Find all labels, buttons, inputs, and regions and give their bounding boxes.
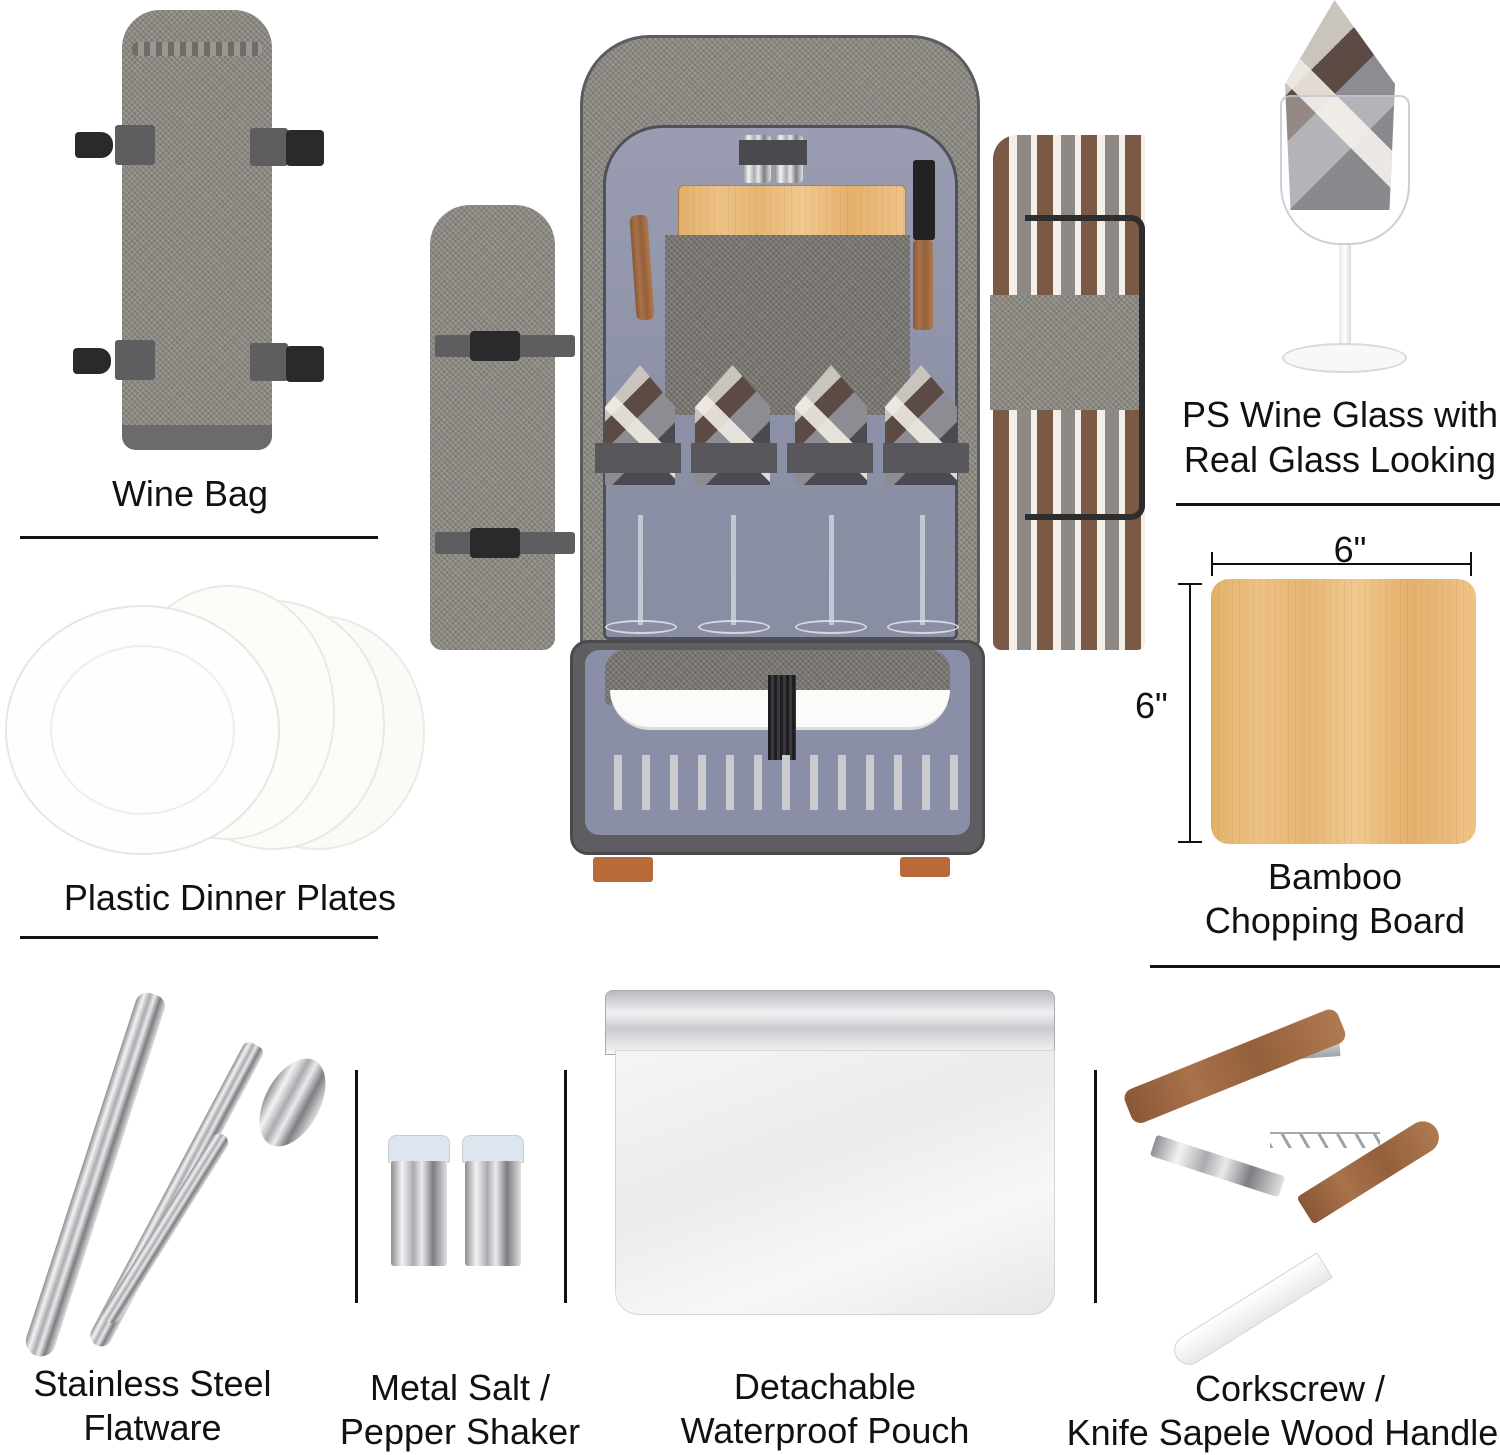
- glass-base: [605, 620, 677, 634]
- shakers-label-2: Pepper Shaker: [339, 1411, 581, 1452]
- knife-in-bag: [913, 160, 935, 240]
- corkscrew-lever: [1149, 1134, 1286, 1198]
- spoon-icon: [245, 1047, 340, 1158]
- divider: [1176, 503, 1500, 506]
- blanket-handle: [1025, 215, 1145, 520]
- blanket-strap: [990, 295, 1140, 410]
- spreader-knife-blade: [1168, 1252, 1333, 1371]
- divider: [564, 1070, 567, 1303]
- board-height-label: 6": [1135, 685, 1168, 726]
- buckle-icon: [470, 528, 520, 558]
- bottle-sleeve: [430, 205, 555, 650]
- glass-base: [698, 620, 770, 634]
- divider: [20, 936, 378, 939]
- flatware-in-bag: [600, 755, 960, 810]
- wine-bag-body: [122, 10, 272, 450]
- dimension-line-width: [1212, 563, 1472, 565]
- wine-bag-base: [122, 425, 272, 450]
- pouch-body: [615, 1050, 1055, 1315]
- strap: [739, 140, 807, 165]
- wine-glass-label-2: Real Glass Looking: [1183, 439, 1497, 480]
- glass-base: [795, 620, 867, 634]
- wine-bag-label: Wine Bag: [111, 473, 269, 514]
- plates-label: Plastic Dinner Plates: [63, 877, 397, 918]
- elastic-band: [768, 675, 796, 760]
- buckle-icon: [75, 132, 113, 158]
- wine-glass-image: [1270, 0, 1440, 390]
- strap: [115, 340, 155, 380]
- divider: [1094, 1070, 1097, 1303]
- dimension-tick: [1470, 552, 1472, 576]
- shaker-cap: [388, 1135, 450, 1163]
- elastic-band: [595, 443, 970, 473]
- glass-base: [887, 620, 959, 634]
- shakers-label-1: Metal Salt /: [369, 1367, 551, 1408]
- divider: [355, 1070, 358, 1303]
- corkscrew-image: [1121, 1006, 1480, 1371]
- corkscrew-worm: [1270, 1132, 1380, 1148]
- glass-stem: [829, 515, 834, 625]
- corkscrew-label-2: Knife Sapele Wood Handle: [1066, 1412, 1499, 1453]
- pouch-label-2: Waterproof Pouch: [680, 1410, 970, 1451]
- shaker-cap: [462, 1135, 524, 1163]
- salt-shaker-icon: [391, 1161, 447, 1266]
- knife-icon: [22, 989, 168, 1361]
- strap: [250, 128, 288, 166]
- bamboo-board-image: [1211, 579, 1476, 844]
- glass-stem: [731, 515, 736, 625]
- pepper-shaker-icon: [465, 1161, 521, 1266]
- pouch-label-1: Detachable: [733, 1366, 917, 1407]
- wine-bag-image: [70, 10, 330, 455]
- leather-tab: [900, 857, 950, 877]
- buckle-icon: [286, 346, 324, 382]
- glass-stem: [1339, 245, 1351, 350]
- knife-handle-in-bag: [913, 240, 933, 330]
- plate-well: [50, 645, 235, 815]
- glass-stem: [920, 515, 925, 625]
- flatware-image: [15, 985, 345, 1365]
- divider: [20, 536, 378, 539]
- strap: [250, 343, 288, 381]
- wine-glass-label-1: PS Wine Glass with: [1181, 394, 1499, 435]
- pouch-rim: [605, 990, 1055, 1055]
- spoon-handle: [99, 1130, 232, 1327]
- plates-image: [0, 575, 440, 860]
- dimension-line-height: [1189, 584, 1191, 842]
- dimension-tick: [1178, 583, 1202, 585]
- leather-tab: [593, 857, 653, 882]
- divider: [1150, 965, 1500, 968]
- corkscrew-label-1: Corkscrew /: [1194, 1368, 1386, 1409]
- buckle-icon: [73, 348, 111, 374]
- dimension-tick: [1211, 552, 1213, 576]
- glass-stem: [638, 515, 643, 625]
- glass-base: [1282, 343, 1407, 373]
- buckle-icon: [286, 130, 324, 166]
- corkscrew-handle: [1121, 1006, 1349, 1126]
- flatware-label-2: Flatware: [83, 1407, 222, 1448]
- buckle-icon: [470, 331, 520, 361]
- shakers-image: [388, 1135, 524, 1270]
- center-pocket: [665, 235, 910, 415]
- flatware-label-1: Stainless Steel: [33, 1363, 272, 1404]
- wine-glasses-row: [595, 365, 975, 645]
- strap: [115, 125, 155, 165]
- wine-bag-drawstring: [132, 42, 262, 56]
- pouch-image: [605, 990, 1065, 1320]
- board-label-1: Bamboo: [1267, 856, 1403, 897]
- backpack-image: [425, 35, 1145, 885]
- glass-bowl: [1280, 95, 1410, 245]
- dimension-tick: [1178, 841, 1202, 843]
- board-label-2: Chopping Board: [1204, 900, 1466, 941]
